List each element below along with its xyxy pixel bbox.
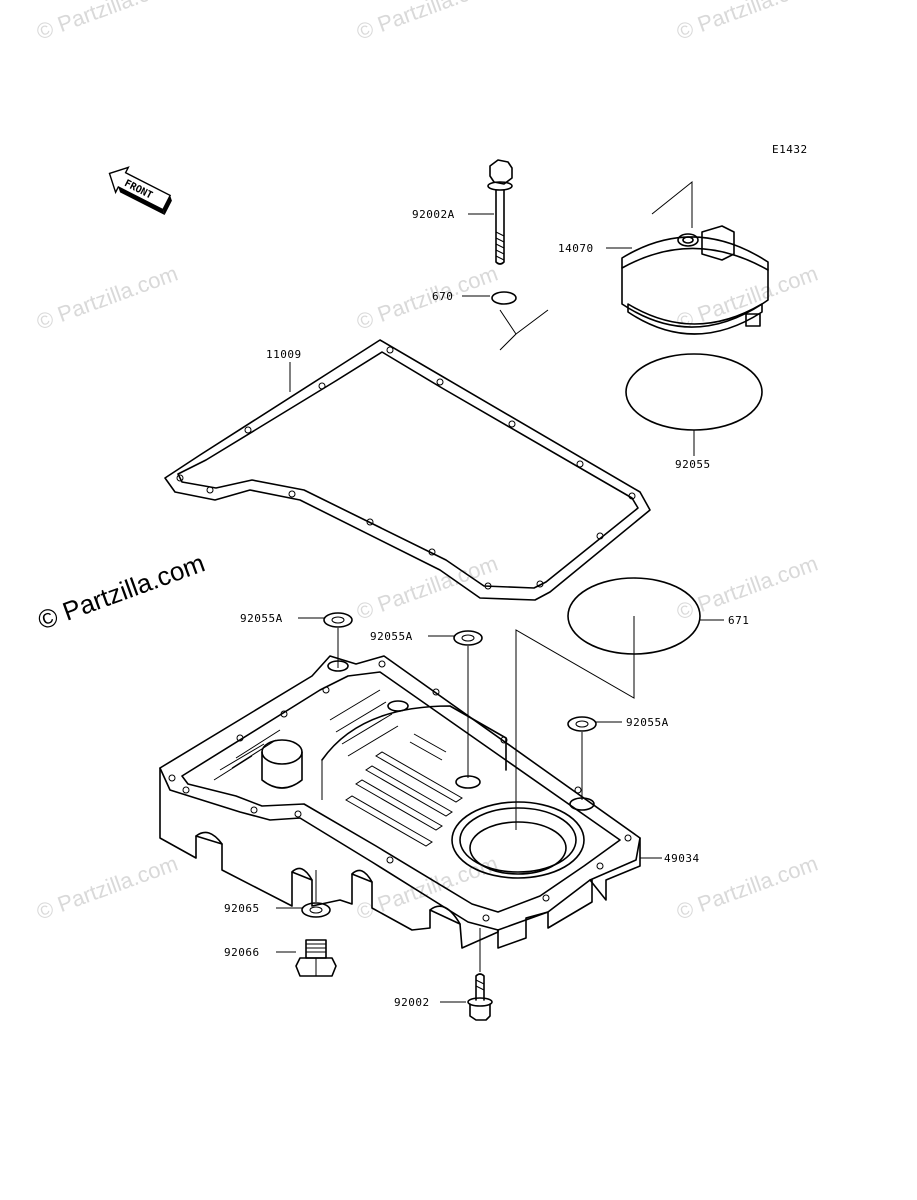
watermark: © Partzilla.com [353,261,501,335]
callout-92065: 92065 [224,902,260,915]
callout-92055a-1: 92055A [240,612,283,625]
callout-92055a-3: 92055A [626,716,669,729]
diagram-code: E1432 [772,143,808,156]
drain-washer [301,902,331,918]
watermark: © Partzilla.com [353,0,501,45]
callout-92055: 92055 [675,458,711,471]
callout-92066: 92066 [224,946,260,959]
watermark: © Partzilla.com [673,0,821,45]
washer-1 [323,612,353,628]
filter-cover [621,225,769,335]
callout-92055a-2: 92055A [370,630,413,643]
bolt-bottom [467,973,493,1021]
callout-670: 670 [432,290,453,303]
callout-14070: 14070 [558,242,594,255]
oil-pan [159,655,641,949]
watermark: © Partzilla.com [353,551,501,625]
watermark: © Partzilla.com [353,851,501,925]
callout-11009: 11009 [266,348,302,361]
callout-92002a: 92002A [412,208,455,221]
callout-92002: 92002 [394,996,430,1009]
oring-small [491,291,517,305]
watermark-main: © Partzilla.com [34,548,209,636]
callout-671: 671 [728,614,749,627]
washer-2 [453,630,483,646]
front-arrow-icon: FRONT [108,166,172,216]
drain-plug [295,939,337,977]
oring-large [625,353,763,431]
bolt-top [487,159,513,265]
oil-pan-gasket [164,339,651,601]
watermark: © Partzilla.com [33,0,181,45]
washer-3 [567,716,597,732]
watermark: © Partzilla.com [33,851,181,925]
watermark: © Partzilla.com [33,261,181,335]
callout-49034: 49034 [664,852,700,865]
